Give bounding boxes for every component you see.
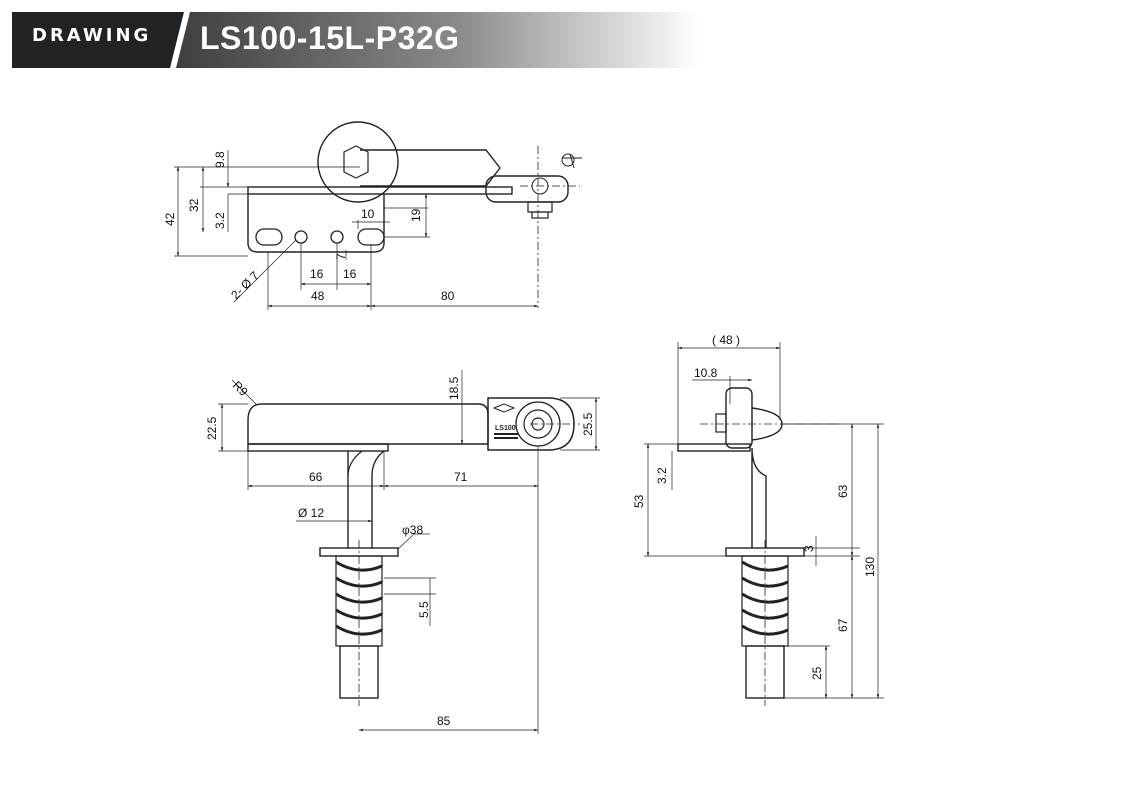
tag-band — [12, 12, 184, 68]
drawing-tag: DRAWING — [32, 25, 152, 46]
dim-48: 48 — [311, 289, 325, 303]
dim-53: 53 — [632, 494, 646, 508]
front-view: LS100 — [205, 370, 600, 734]
dim-42: 42 — [163, 212, 177, 226]
dim-80: 80 — [441, 289, 455, 303]
dim-3: 3 — [802, 545, 816, 552]
top-view-dims: 9.8 32 42 3.2 10 19 7 16 16 2- Ø 7 48 80 — [163, 150, 539, 310]
header-banner — [12, 12, 700, 68]
dim-66: 66 — [309, 470, 323, 484]
dim-7: 7 — [334, 253, 348, 260]
dim-2-phi7: 2- Ø 7 — [228, 268, 262, 302]
drawing-header: DRAWING LS100-15L-P32G — [0, 0, 1122, 72]
dim-phi38: φ38 — [402, 523, 423, 537]
dim-3-2-side: 3.2 — [655, 467, 669, 484]
logo-text: LS100 — [495, 425, 516, 432]
dim-phi12: Ø 12 — [298, 506, 324, 520]
dim-71: 71 — [454, 470, 468, 484]
dim-25-5: 25.5 — [581, 412, 595, 436]
dim-32: 32 — [187, 198, 201, 212]
side-view-dims: ( 48 ) 10.8 3.2 53 63 3 130 67 25 — [632, 333, 884, 699]
dim-5-5: 5.5 — [417, 601, 431, 618]
dim-22-5: 22.5 — [205, 416, 219, 440]
dim-10-8: 10.8 — [694, 366, 718, 380]
dim-16b: 16 — [343, 267, 357, 281]
model-title: LS100-15L-P32G — [200, 20, 460, 56]
dim-85: 85 — [437, 714, 451, 728]
dim-67: 67 — [836, 618, 850, 632]
front-view-dims: R9 18.5 22.5 25.5 66 71 Ø 12 φ38 5.5 85 — [205, 370, 600, 734]
title-band — [158, 12, 700, 68]
dim-48-ref: ( 48 ) — [712, 333, 740, 347]
dim-9-8: 9.8 — [213, 151, 227, 168]
top-view: 9.8 32 42 3.2 10 19 7 16 16 2- Ø 7 48 80 — [163, 121, 582, 310]
dim-19: 19 — [409, 208, 423, 222]
dim-16a: 16 — [310, 267, 324, 281]
dim-25: 25 — [810, 666, 824, 680]
dim-3-2: 3.2 — [213, 212, 227, 229]
dim-63: 63 — [836, 484, 850, 498]
dim-18-5: 18.5 — [447, 376, 461, 400]
dim-130: 130 — [863, 557, 877, 577]
dim-10: 10 — [361, 207, 375, 221]
side-view: ( 48 ) 10.8 3.2 53 63 3 130 67 25 — [632, 333, 884, 706]
